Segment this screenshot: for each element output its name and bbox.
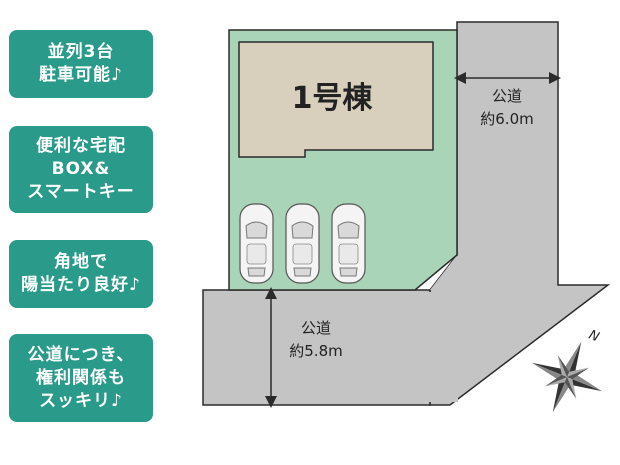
feature-badge-public-road: 公道につき、 権利関係も スッキリ♪ [9, 334, 153, 422]
badge-line: 公道につき、 [27, 344, 135, 365]
north-compass-icon [531, 341, 603, 413]
compass-north-label: N [586, 328, 601, 346]
road-east-label: 公道 [492, 87, 522, 105]
badge-line: 角地で [54, 252, 108, 272]
badge-line: 便利な宅配 [36, 136, 126, 156]
parking-car [239, 203, 274, 284]
feature-badge-parking: 並列3台 駐車可能♪ [9, 30, 153, 98]
road-east-width: 約6.0m [480, 110, 533, 128]
road-south-width: 約5.8m [289, 342, 342, 360]
building [238, 41, 434, 158]
road-south-label: 公道 [301, 319, 331, 337]
badge-line: 並列3台 [47, 42, 115, 62]
parking-car [331, 203, 366, 284]
building-label: 1号棟 [292, 81, 374, 116]
road-east [429, 21, 611, 406]
feature-badge-delivery-box: 便利な宅配 BOX& スマートキー [9, 126, 153, 213]
badge-line: BOX& [51, 159, 111, 179]
badge-line: 権利関係も [36, 367, 126, 388]
badge-line: スマートキー [27, 182, 135, 202]
badge-line: 陽当たり良好♪ [21, 275, 141, 295]
parking-car [285, 203, 320, 284]
road-corner [430, 255, 457, 290]
feature-badge-corner-lot: 角地で 陽当たり良好♪ [9, 240, 153, 308]
badge-line: 駐車可能♪ [39, 65, 123, 85]
road-junction [428, 292, 458, 402]
badge-line: スッキリ♪ [39, 390, 123, 411]
